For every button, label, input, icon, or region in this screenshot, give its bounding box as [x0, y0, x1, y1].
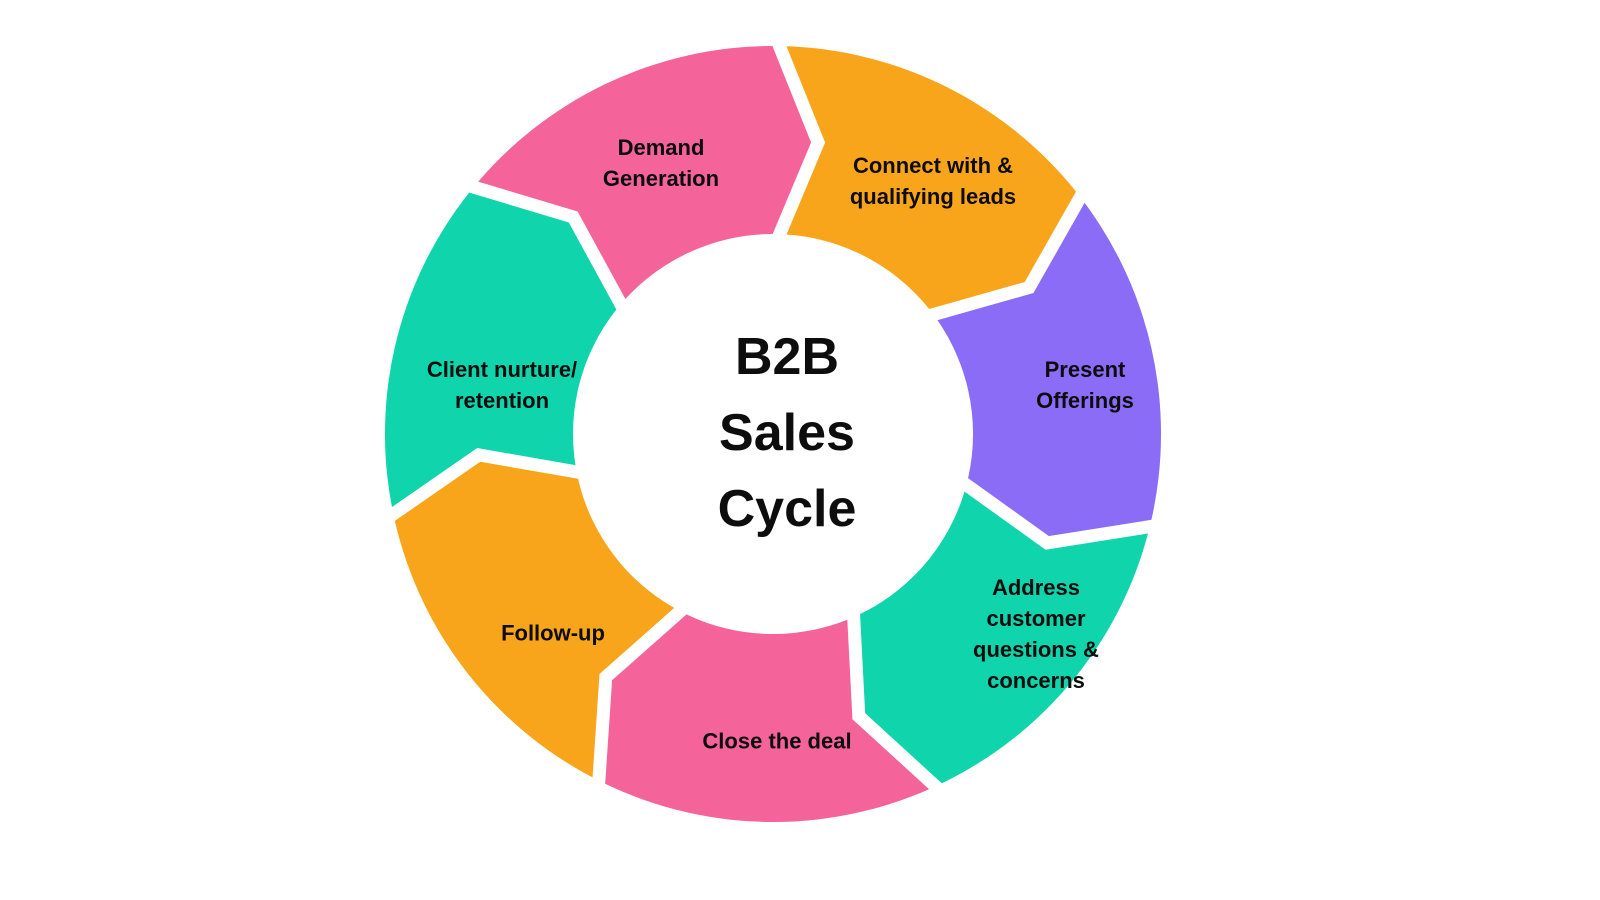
segment-divider [846, 599, 953, 803]
segment-client-nurture-retention [384, 192, 617, 521]
segment-connect-qualifying-leads [773, 45, 1077, 310]
segment-divider [766, 27, 826, 253]
segment-label-follow-up: Follow-up [501, 620, 605, 646]
segment-demand-generation [469, 45, 819, 310]
segment-label-present-offerings: Present Offerings [1036, 357, 1134, 413]
segment-divider [915, 178, 1095, 326]
segment-label-demand-generation: Demand Generation [602, 135, 720, 191]
segment-address-customer-questions-concerns [858, 478, 1152, 784]
segment-divider [591, 594, 698, 799]
segment-divider [375, 448, 595, 530]
segment-divider [948, 469, 1168, 550]
segment-divider [455, 175, 635, 323]
segment-label-close-the-deal: Close the deal [702, 728, 852, 754]
segment-follow-up [394, 454, 687, 784]
segment-label-connect-qualifying-leads: Connect with & qualifying leads [849, 153, 1017, 209]
segment-present-offerings [929, 192, 1162, 543]
segment-label-client-nurture-retention: Client nurture/ retention [426, 357, 578, 413]
segment-label-address-customer-questions-concerns: Address customer questions & concerns [973, 575, 1099, 693]
diagram-title: B2B Sales Cycle [717, 328, 857, 538]
